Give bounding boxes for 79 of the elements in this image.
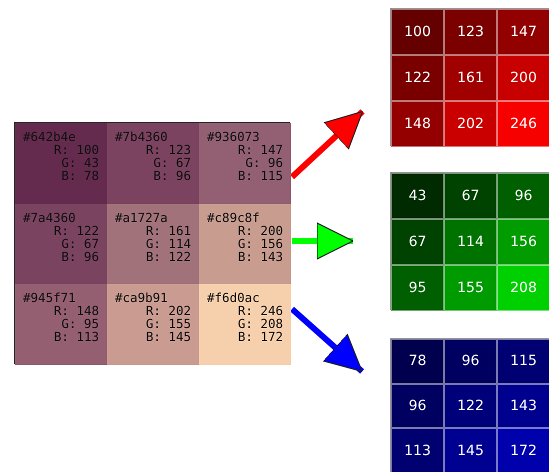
hex-code: #945f71 [23, 291, 77, 304]
channel-value: B: 113 [52, 330, 99, 344]
value-cell: 114 [444, 219, 497, 265]
value-cell: 161 [444, 55, 497, 101]
hex-code: #a1727a [115, 210, 169, 224]
channel-value: B: 143 [236, 250, 283, 263]
value-cell: 208 [497, 265, 549, 311]
value-cell: 143 [497, 384, 549, 428]
hex-code: #c89c8f [207, 210, 261, 224]
channel-value: B: 172 [236, 330, 283, 344]
channel-value: R: 100 [52, 143, 99, 156]
channel-value: G: 67 [152, 156, 191, 169]
channel-value: B: 145 [144, 330, 191, 344]
channel-value: R: 202 [144, 304, 191, 318]
arrow [290, 109, 365, 180]
value-cell: 67 [444, 173, 497, 219]
hex-code: #642b4e [23, 130, 77, 143]
hex-code: #936073 [207, 130, 261, 143]
value-cell: 145 [444, 428, 497, 472]
value-cell: 147 [497, 9, 549, 55]
value-cell: 148 [391, 101, 444, 147]
channel-value: G: 96 [244, 156, 283, 169]
value-cell: 246 [497, 101, 549, 147]
pixel-grid [14, 122, 290, 364]
value-cell: 156 [497, 219, 549, 265]
channel-value: G: 208 [236, 317, 283, 330]
value-cell: 123 [444, 9, 497, 55]
value-cell: 95 [391, 265, 444, 311]
pixel-cell [107, 123, 199, 204]
channel-value: R: 161 [144, 224, 191, 237]
value-cell: 200 [497, 55, 549, 101]
channel-value: B: 122 [144, 250, 191, 263]
hex-code: #7b4360 [115, 130, 169, 143]
hex-code: #ca9b91 [115, 291, 169, 304]
value-cell: 155 [444, 265, 497, 311]
value-cell: 100 [391, 9, 444, 55]
channel-grid [390, 172, 549, 310]
value-cell: 96 [497, 173, 549, 219]
channel-value: G: 43 [60, 156, 99, 169]
hex-code: #f6d0ac [207, 291, 261, 304]
value-cell: 67 [391, 219, 444, 265]
pixel-cell [199, 123, 291, 204]
value-cell: 115 [497, 339, 549, 384]
channel-value: B: 96 [60, 250, 99, 263]
value-cell: 122 [391, 55, 444, 101]
channel-grid [390, 338, 549, 472]
arrow [292, 222, 354, 260]
value-cell: 202 [444, 101, 497, 147]
channel-value: G: 155 [144, 317, 191, 330]
pixel-cell [15, 284, 107, 365]
value-cell: 122 [444, 384, 497, 428]
pixel-cell [15, 123, 107, 204]
channel-grid [390, 8, 549, 146]
value-cell: 78 [391, 339, 444, 384]
channel-value: B: 96 [152, 169, 191, 182]
channel-value: R: 200 [236, 224, 283, 237]
arrow [290, 306, 364, 374]
channel-value: G: 114 [144, 236, 191, 250]
pixel-cell [199, 284, 291, 365]
pixel-cell [107, 284, 199, 365]
channel-value: R: 123 [144, 143, 191, 156]
hex-code: #7a4360 [23, 210, 77, 224]
value-cell: 113 [391, 428, 444, 472]
value-cell: 96 [391, 384, 444, 428]
channel-value: R: 148 [52, 304, 99, 318]
channel-value: G: 67 [60, 236, 99, 250]
pixel-cell [199, 204, 291, 284]
channel-value: B: 78 [60, 169, 99, 182]
value-cell: 172 [497, 428, 549, 472]
pixel-cell [107, 204, 199, 284]
value-cell: 43 [391, 173, 444, 219]
channel-value: G: 156 [236, 236, 283, 250]
channel-value: R: 122 [52, 224, 99, 237]
pixel-cell [15, 204, 107, 284]
channel-value: R: 147 [236, 143, 283, 156]
channel-value: R: 246 [236, 304, 283, 318]
channel-value: G: 95 [60, 317, 99, 330]
value-cell: 96 [444, 339, 497, 384]
channel-value: B: 115 [236, 169, 283, 182]
